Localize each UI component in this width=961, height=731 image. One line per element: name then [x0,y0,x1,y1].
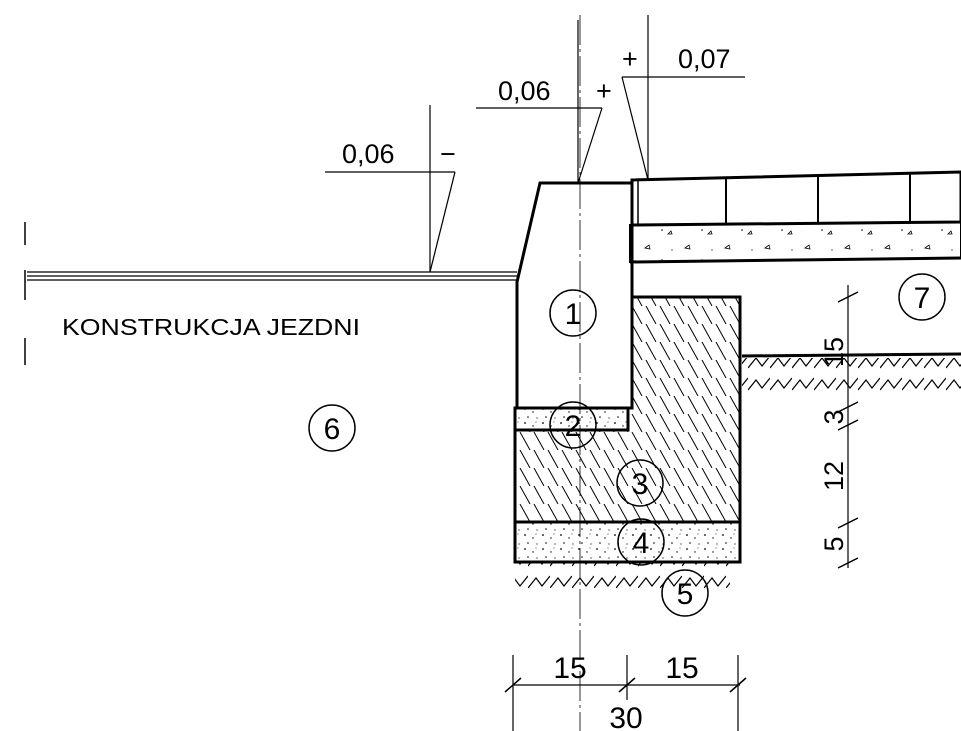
sidewalk-paving [630,170,961,227]
dim-horizontal-15-right: 15 [665,652,698,685]
dim-vertical-3: 3 [819,409,849,424]
vertical-dimension-chain: 15 3 12 5 [819,285,859,569]
marker-3: 3 [616,459,664,507]
svg-text:7: 7 [914,282,931,315]
marker-7: 7 [898,273,946,321]
level-curb-sign: + [596,76,612,106]
svg-text:5: 5 [677,578,694,611]
level-marker-left: 0,06 − [325,105,456,273]
road-surface [27,271,517,281]
sidewalk-subgrade [741,352,961,358]
road-construction-label: KONSTRUKCJA JEZDNI [62,314,360,340]
sand-bedding-layer [513,520,742,564]
svg-text:3: 3 [632,468,649,501]
level-left-value: 0,06 [342,139,395,169]
soil-right [742,358,961,396]
dim-vertical-5: 5 [819,536,849,551]
svg-text:6: 6 [324,413,341,446]
marker-4: 4 [617,518,665,566]
sidewalk-base [629,220,961,264]
horizontal-dimension-chain: 15 15 30 [504,652,747,731]
level-sidewalk-value: 0,07 [678,44,731,74]
dim-horizontal-30: 30 [609,702,642,731]
svg-text:1: 1 [565,298,582,331]
level-marker-curb: 0,06 + [476,20,612,184]
level-marker-sidewalk: + 0,07 [621,15,745,181]
marker-1: 1 [549,289,597,337]
dim-vertical-15: 15 [819,337,849,367]
svg-text:4: 4 [633,527,650,560]
level-sidewalk-sign: + [622,44,638,74]
dim-vertical-12: 12 [819,461,849,491]
curb-stone [515,181,634,410]
level-curb-value: 0,06 [498,76,551,106]
dim-horizontal-15-left: 15 [553,652,586,685]
marker-5: 5 [661,569,709,617]
svg-text:2: 2 [565,410,582,443]
level-left-sign: − [440,139,456,169]
marker-2: 2 [549,401,597,449]
marker-6: 6 [308,404,356,452]
soil-under-foundation [515,562,730,588]
